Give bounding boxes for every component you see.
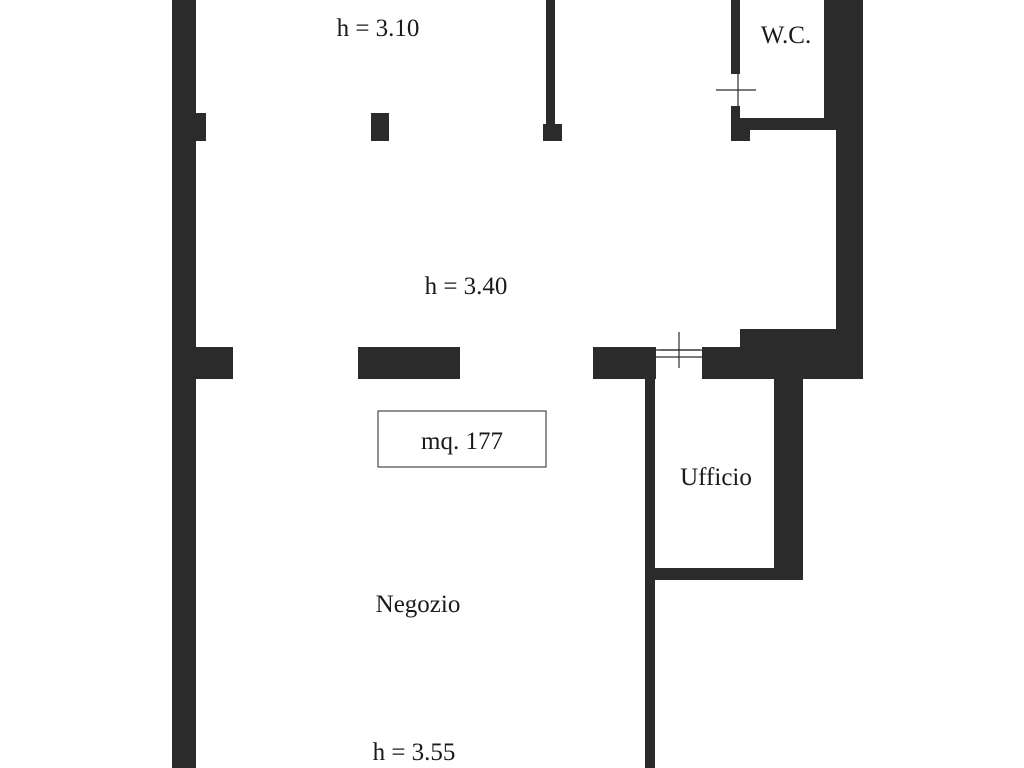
height-label-top: h = 3.10 <box>337 15 420 42</box>
wc-bottom-wall <box>740 118 836 130</box>
area-box <box>377 410 547 468</box>
office-bottom-wall <box>655 568 803 580</box>
pillar-left-upper <box>196 113 206 141</box>
middle-wall-left-stub <box>196 347 233 379</box>
middle-wall-step <box>740 329 863 349</box>
height-label-bottom: h = 3.55 <box>373 739 456 766</box>
partition-wall-upper <box>546 0 555 141</box>
office-left-wall <box>645 379 655 768</box>
height-label-middle: h = 3.40 <box>425 273 508 300</box>
left-outer-wall <box>172 0 196 768</box>
right-outer-wall <box>836 0 863 379</box>
wc-label: W.C. <box>761 22 811 49</box>
pillar-center-upper <box>371 113 389 141</box>
middle-wall-right-segment <box>593 347 656 379</box>
pillar-partition-base <box>543 124 562 141</box>
office-right-wall <box>774 379 803 580</box>
wc-right-wall <box>824 0 838 130</box>
area-label: mq. 177 <box>421 428 503 455</box>
shop-label: Negozio <box>376 591 461 618</box>
office-label: Ufficio <box>680 464 752 491</box>
wc-left-wall-bottom <box>731 106 740 141</box>
wc-left-wall-top <box>731 0 740 74</box>
middle-wall-office-segment <box>702 347 863 379</box>
middle-wall-center-segment <box>358 347 460 379</box>
